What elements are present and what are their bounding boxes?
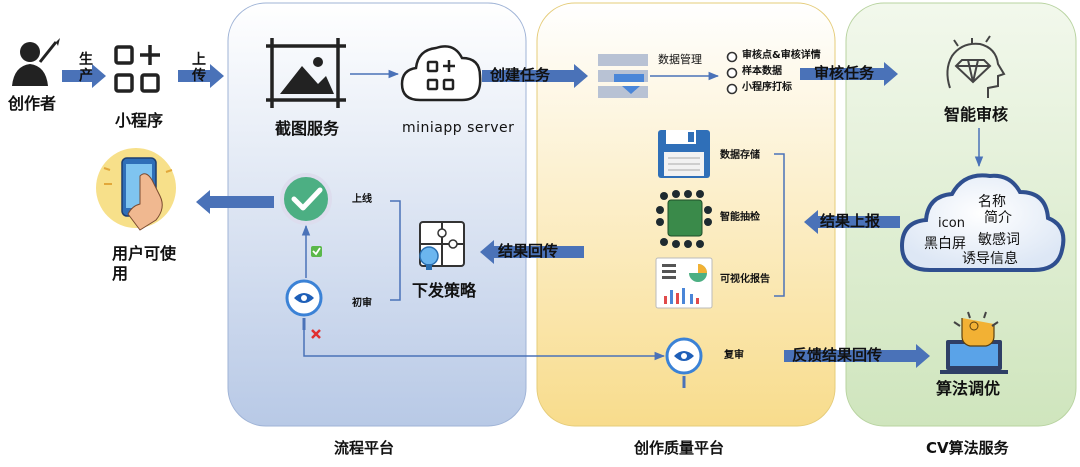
cloud-word-induce: 诱导信息 — [962, 251, 1018, 267]
miniprogram-label: 小程序 — [115, 111, 164, 130]
algorithm-tuning-icon — [940, 311, 1008, 374]
re-review-eye-icon — [665, 337, 703, 388]
server-label: miniapp server — [402, 120, 515, 136]
meeting-table-icon — [656, 190, 712, 248]
first-review-eye-icon — [285, 279, 323, 330]
arrow-review-task — [800, 62, 898, 86]
quality-item-3: 小程序打标 — [742, 82, 792, 93]
cloud-word-blackscreen: 黑白屏 — [924, 236, 966, 252]
attributes-cloud — [899, 173, 1066, 272]
smart-review-label: 智能审核 — [944, 105, 1009, 124]
quality-item-1: 审核点&审核详情 — [742, 50, 821, 61]
create-task-label: 创建任务 — [490, 66, 551, 84]
re-review-label: 复审 — [724, 350, 744, 361]
algorithm-tuning-label: 算法调优 — [936, 379, 1001, 398]
quality-item-2: 样本数据 — [742, 66, 782, 77]
server-cloud-icon — [400, 45, 482, 102]
arrow-create-task — [482, 64, 588, 88]
reject-x-icon — [311, 329, 321, 339]
cloud-word-name: 名称 — [978, 194, 1006, 210]
report-chart-icon — [655, 257, 713, 309]
cv-service-title: CV算法服务 — [926, 439, 1009, 457]
arrow-result-return — [480, 240, 584, 264]
quality-platform-title: 创作质量平台 — [634, 439, 725, 457]
arrow-produce — [62, 64, 106, 88]
result-return-label: 结果回传 — [498, 242, 559, 260]
arrow-feedback-return — [784, 344, 930, 368]
miniprogram-icon — [114, 45, 160, 93]
cloud-word-sensitive: 敏感词 — [978, 232, 1020, 248]
strategy-label: 下发策略 — [412, 281, 477, 300]
arrow-to-user — [196, 190, 274, 214]
ai-head-icon — [946, 35, 1006, 98]
reject-to-rereview-line — [303, 330, 666, 361]
quality-bracket — [774, 153, 785, 297]
user-use-label: 用户可使用 — [112, 244, 177, 283]
arrow-result-report — [804, 210, 900, 234]
data-stack-icon — [598, 54, 648, 98]
puzzle-strategy-icon — [419, 221, 465, 270]
list-bullets — [726, 51, 738, 95]
flow-bracket — [390, 200, 401, 301]
cloud-word-intro: 简介 — [984, 210, 1012, 226]
feedback-return-label: 反馈结果回传 — [792, 346, 883, 364]
review-task-label: 审核任务 — [814, 64, 875, 82]
smart-sampling-label: 智能抽检 — [720, 212, 760, 223]
cloud-word-icon: icon — [938, 216, 965, 231]
phone-hand-icon — [96, 148, 176, 231]
flow-platform-title: 流程平台 — [334, 439, 395, 457]
screenshot-icon — [266, 38, 346, 108]
arrow-upload — [178, 64, 224, 88]
online-check-icon — [280, 173, 332, 225]
creator-label: 创作者 — [8, 94, 57, 113]
floppy-disk-icon — [658, 130, 710, 178]
first-review-label: 初审 — [352, 298, 372, 309]
produce-label: 生产 — [79, 52, 93, 84]
result-report-label: 结果上报 — [820, 212, 881, 230]
data-storage-label: 数据存储 — [720, 150, 760, 161]
visual-report-label: 可视化报告 — [720, 274, 770, 285]
data-management-label: 数据管理 — [658, 53, 702, 66]
upload-label: 上传 — [192, 52, 206, 84]
creator-icon — [12, 38, 60, 86]
screenshot-service-label: 截图服务 — [275, 119, 340, 138]
online-label: 上线 — [352, 194, 372, 205]
pass-check-icon — [311, 246, 322, 257]
